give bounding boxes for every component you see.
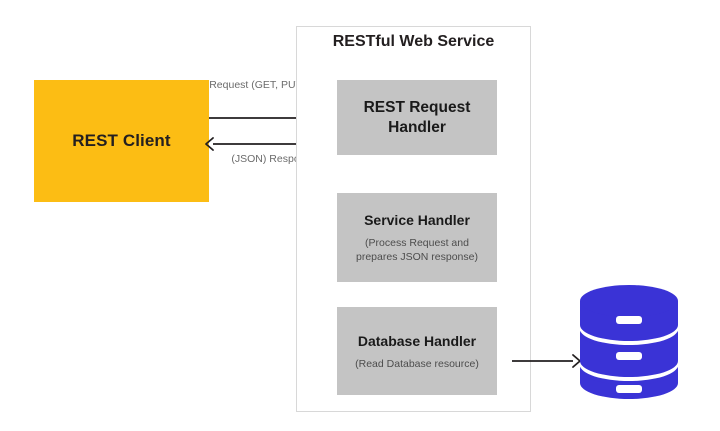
rest-client-box: REST Client [34, 80, 209, 202]
database-handler-box: Database Handler (Read Database resource… [337, 307, 497, 395]
rest-request-handler-title: REST Request Handler [363, 98, 471, 136]
response-flow-label: (JSON) Response [231, 153, 317, 165]
rest-client-label: REST Client [72, 131, 171, 150]
database-handler-subtitle: (Read Database resource) [355, 357, 479, 370]
database-handler-title: Database Handler [357, 332, 477, 349]
service-handler-subtitle: (Process Request and prepares JSON respo… [356, 237, 478, 263]
restful-web-service-title: RESTful Web Service [332, 33, 495, 50]
database-read-arrow [512, 354, 581, 368]
service-handler-title: Service Handler [364, 212, 470, 228]
rest-request-handler-box: REST Request Handler [337, 80, 497, 155]
service-handler-box: Service Handler (Process Request and pre… [337, 193, 497, 282]
database-cylinder-icon [580, 285, 678, 399]
